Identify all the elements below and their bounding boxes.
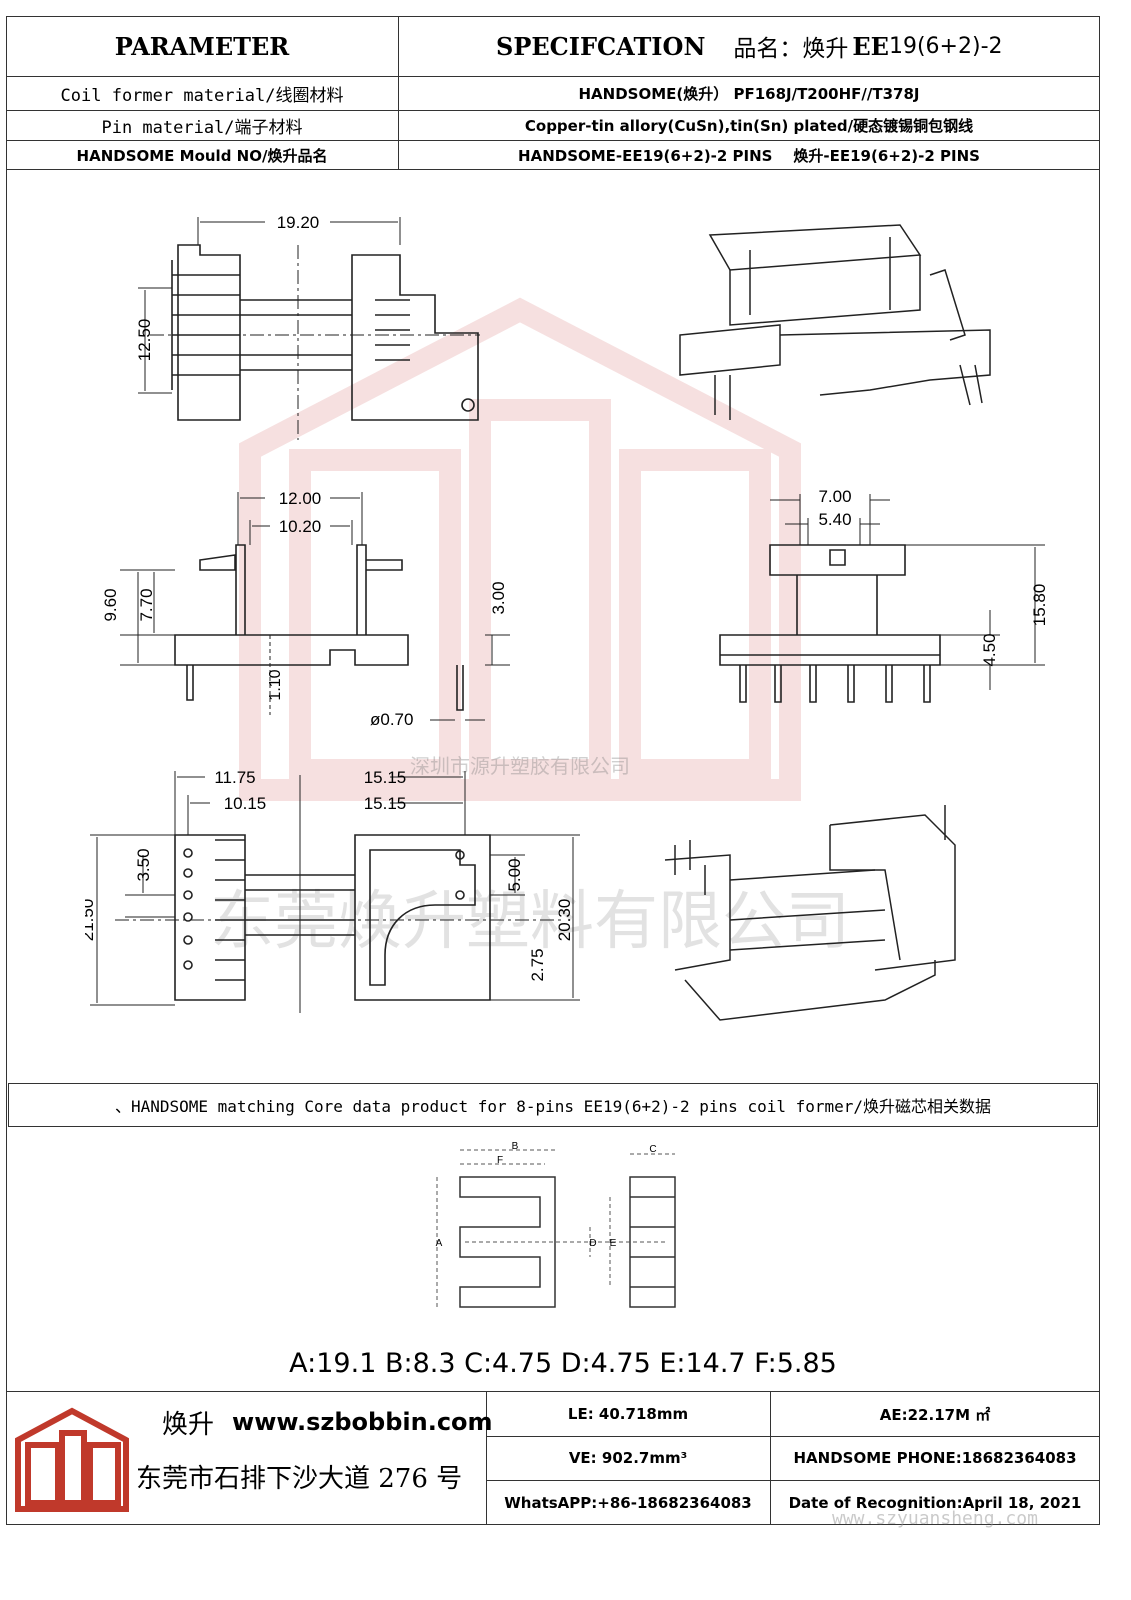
footer-phone: HANDSOME PHONE:18682364083 [793,1449,1077,1467]
core-values: A:19.1 B:8.3 C:4.75 D:4.75 E:14.7 F:5.85 [289,1347,837,1379]
core-data-title: 、HANDSOME matching Core data product for… [114,1097,992,1116]
dim-right-w1: 7.00 [818,487,851,506]
product-model-bold: EE [852,31,889,61]
param-label-mould: HANDSOME Mould NO/焕升品名 [76,146,328,165]
dim-bottom-e: 5.00 [505,858,524,891]
core-label-b: B [512,1142,519,1152]
isometric-view-top [679,224,991,420]
dim-right-h: 15.80 [1030,584,1049,627]
dim-bottom-d: 15.15 [364,794,407,813]
core-label-c: C [649,1144,656,1155]
core-label-f: F [497,1155,503,1166]
watermark-company-small: 深圳市源升塑胶有限公司 [410,754,630,778]
core-drawing: B F C A E D [436,1142,676,1308]
footer-brand-line: 焕升 www.szbobbin.com [162,1402,493,1442]
core-label-a: A [436,1238,443,1249]
isometric-view-bottom [664,805,956,1021]
watermark-company-large: 东莞焕升塑料有限公司 [210,885,850,959]
right-view-drawing: 7.00 5.40 15.80 4.50 [719,487,1049,703]
bottom-view-drawing: 11.75 15.15 10.15 15.15 21.50 3.50 5.00 … [85,768,580,1013]
dim-side-h1: 9.60 [101,588,120,621]
footer-table [6,1392,1100,1525]
footer-website[interactable]: www.szbobbin.com [232,1408,493,1436]
header-table [6,16,1100,170]
dim-right-pin: 4.50 [980,633,999,666]
dim-top-height: 12.50 [135,319,154,362]
dim-bottom-c: 10.15 [224,794,267,813]
footer-address: 东莞市石排下沙大道 276 号 [136,1464,463,1494]
specification-header: SPECIFCATION 品名：焕升 EE 19(6+2)-2 [398,16,1100,76]
dim-side-h2: 7.70 [137,588,156,621]
param-label-coil: Coil former material/线圈材料 [60,85,344,106]
footer-date: Date of Recognition:April 18, 2021 [788,1493,1082,1512]
core-label-e: E [610,1238,617,1249]
footer-ae: AE:22.17M ㎡ [879,1405,991,1424]
company-logo [15,1407,129,1512]
core-data-bar [8,1083,1098,1127]
dim-bottom-h: 21.50 [85,899,97,942]
spec-label: SPECIFCATION [496,31,706,61]
dim-bottom-g: 20.30 [555,899,574,942]
dim-side-w1: 12.00 [279,489,322,508]
footer-ve: VE: 902.7mm³ [568,1449,688,1467]
dim-bottom-b: 15.15 [364,768,407,787]
dim-bottom-f: 2.75 [528,948,547,981]
parameter-header: PARAMETER [114,31,290,61]
side-view-drawing: 12.00 10.20 9.60 7.70 3.00 1.10 ø0.70 [101,489,510,729]
drawing-frame [6,170,1100,1392]
dim-top-width: 19.20 [277,213,320,232]
dim-right-w2: 5.40 [818,510,851,529]
dim-side-pin-len: 3.00 [489,581,508,614]
dim-side-w2: 10.20 [279,517,322,536]
product-model-rest: 19(6+2)-2 [888,33,1003,59]
dim-side-base: 1.10 [267,669,284,700]
param-value-mould: HANDSOME-EE19(6+2)-2 PINS 焕升-EE19(6+2)-2… [518,146,980,165]
top-view-drawing: 19.20 12.50 [135,213,480,440]
param-label-pin: Pin material/端子材料 [101,117,303,138]
param-value-pin: Copper-tin allory(CuSn),tin(Sn) plated/硬… [524,116,974,135]
dim-bottom-pitch: 3.50 [134,848,153,881]
product-name-label: 品名：焕升 [733,36,849,62]
dim-pin-diameter: ø0.70 [370,710,413,729]
dim-bottom-a: 11.75 [214,768,255,787]
watermark-website: www.szyuansheng.com [832,1508,1038,1529]
footer-whatsapp: WhatsAPP:+86-18682364083 [504,1493,752,1512]
core-label-d: D [589,1238,596,1249]
footer-brand: 焕升 [162,1409,215,1440]
footer-le: LE: 40.718mm [567,1405,689,1423]
param-value-coil: HANDSOME(焕升） PF168J/T200HF//T378J [578,84,920,103]
